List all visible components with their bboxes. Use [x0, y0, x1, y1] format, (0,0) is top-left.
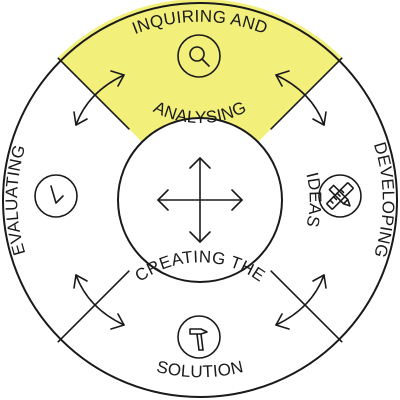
inquiring-segment — [57, 0, 343, 200]
arrow-inquiring-to-developing — [275, 70, 327, 126]
creating-label-line2: SOLUTION — [155, 357, 245, 381]
arrow-evaluating-to-inquiring — [73, 70, 125, 126]
developing-label-line2: IDEAS — [302, 170, 324, 229]
arrow-developing-to-creating — [275, 274, 327, 330]
divider-top-left — [57, 57, 130, 130]
four-way-arrow-icon — [157, 157, 243, 243]
divider-bottom-right — [270, 270, 343, 343]
divider-top-right — [270, 57, 343, 130]
pencil-ruler-icon — [318, 174, 362, 218]
magnifier-icon — [177, 34, 221, 78]
arrow-creating-to-evaluating — [73, 274, 125, 330]
check-mark-icon — [34, 174, 78, 218]
divider-bottom-left — [57, 270, 130, 343]
hammer-icon — [177, 315, 221, 359]
developing-label-line1: DEVELOPING — [370, 140, 398, 260]
